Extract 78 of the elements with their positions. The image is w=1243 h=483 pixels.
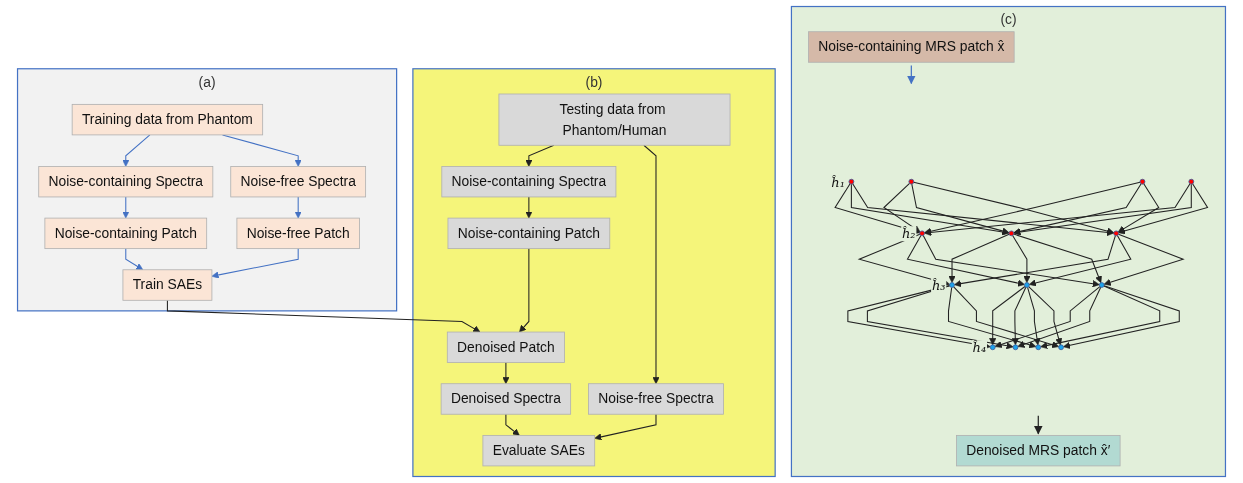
arrow <box>948 233 1010 283</box>
arrow <box>594 413 657 441</box>
arrow <box>1034 415 1043 435</box>
arrow <box>954 235 1116 288</box>
arrow <box>211 248 299 279</box>
arrow <box>1013 233 1102 284</box>
arrow <box>852 183 1115 236</box>
arrow <box>1017 286 1102 348</box>
node-label: ĥ₂ <box>901 226 916 242</box>
arrow <box>1040 285 1161 349</box>
arrow <box>857 233 950 287</box>
node-circle <box>908 178 915 185</box>
node-circle <box>1008 230 1015 237</box>
node-circle <box>1058 344 1064 351</box>
node-box: Train SAEs <box>122 269 213 301</box>
arrow <box>1027 286 1041 346</box>
arrow <box>953 286 1060 349</box>
arrow <box>1028 234 1132 287</box>
node-label: ĥ₁ <box>831 174 845 190</box>
arrow <box>125 248 144 271</box>
node-label: ĥ₄ <box>972 340 987 356</box>
arrow <box>1063 285 1180 349</box>
node-label: ĥ₃ <box>931 277 946 293</box>
arrow <box>924 183 1191 236</box>
node-circle <box>1098 282 1105 288</box>
arrow <box>850 183 1010 236</box>
node-box: Denoised Spectra <box>440 383 572 415</box>
node-circle <box>1139 178 1146 185</box>
node-circle <box>1188 178 1195 185</box>
arrow <box>1028 286 1063 346</box>
node-box: Noise-free Patch <box>236 217 360 250</box>
arrow <box>989 286 1026 346</box>
node-box: Noise-containing MRS patch x̂ <box>808 31 1015 63</box>
arrow <box>866 285 1014 350</box>
arrow <box>847 285 991 350</box>
arrow <box>1117 183 1160 233</box>
node-box: Noise-containing Spectra <box>441 166 617 198</box>
arrow <box>1011 286 1027 346</box>
arrow <box>122 196 130 219</box>
arrow <box>883 182 921 233</box>
arrow <box>294 196 302 219</box>
arrow <box>948 286 1037 349</box>
node-circle <box>848 178 855 185</box>
arrow <box>525 196 533 219</box>
node-box: Testing data from Phantom/Human <box>498 93 731 146</box>
node-circle <box>1024 282 1030 288</box>
arrow <box>166 299 481 333</box>
arrow <box>643 144 660 385</box>
arrow <box>1103 233 1185 286</box>
arrow <box>1118 183 1209 235</box>
node-circle <box>989 344 996 351</box>
node-circle <box>949 282 955 288</box>
node-box: Noise-containing Patch <box>44 217 208 250</box>
node-box: Training data from Phantom <box>71 103 264 136</box>
node-box: Evaluate SAEs <box>482 435 596 467</box>
arrow <box>906 234 1025 287</box>
node-box: Noise-free Spectra <box>230 166 367 198</box>
arrow <box>994 286 1101 348</box>
arrow <box>834 183 921 235</box>
node-box: Noise-containing Spectra <box>38 166 214 198</box>
arrow <box>1012 234 1031 283</box>
node-circle <box>1113 230 1119 237</box>
node-box: Denoised MRS patch x̂′ <box>956 435 1121 467</box>
arrow <box>922 235 1100 288</box>
node-circle <box>919 230 925 237</box>
arrow <box>505 413 520 436</box>
node-circle <box>1035 344 1042 351</box>
arrow <box>911 183 1010 235</box>
arrow <box>913 181 1115 235</box>
node-box: Noise-free Spectra <box>588 383 724 415</box>
arrow <box>502 362 510 385</box>
arrow <box>519 248 530 333</box>
node-box: Noise-containing Patch <box>447 217 611 250</box>
node-box: Denoised Patch <box>446 331 565 363</box>
arrow <box>122 134 151 167</box>
arrow <box>1013 183 1192 236</box>
arrow <box>907 64 916 85</box>
node-circle <box>1012 344 1019 351</box>
